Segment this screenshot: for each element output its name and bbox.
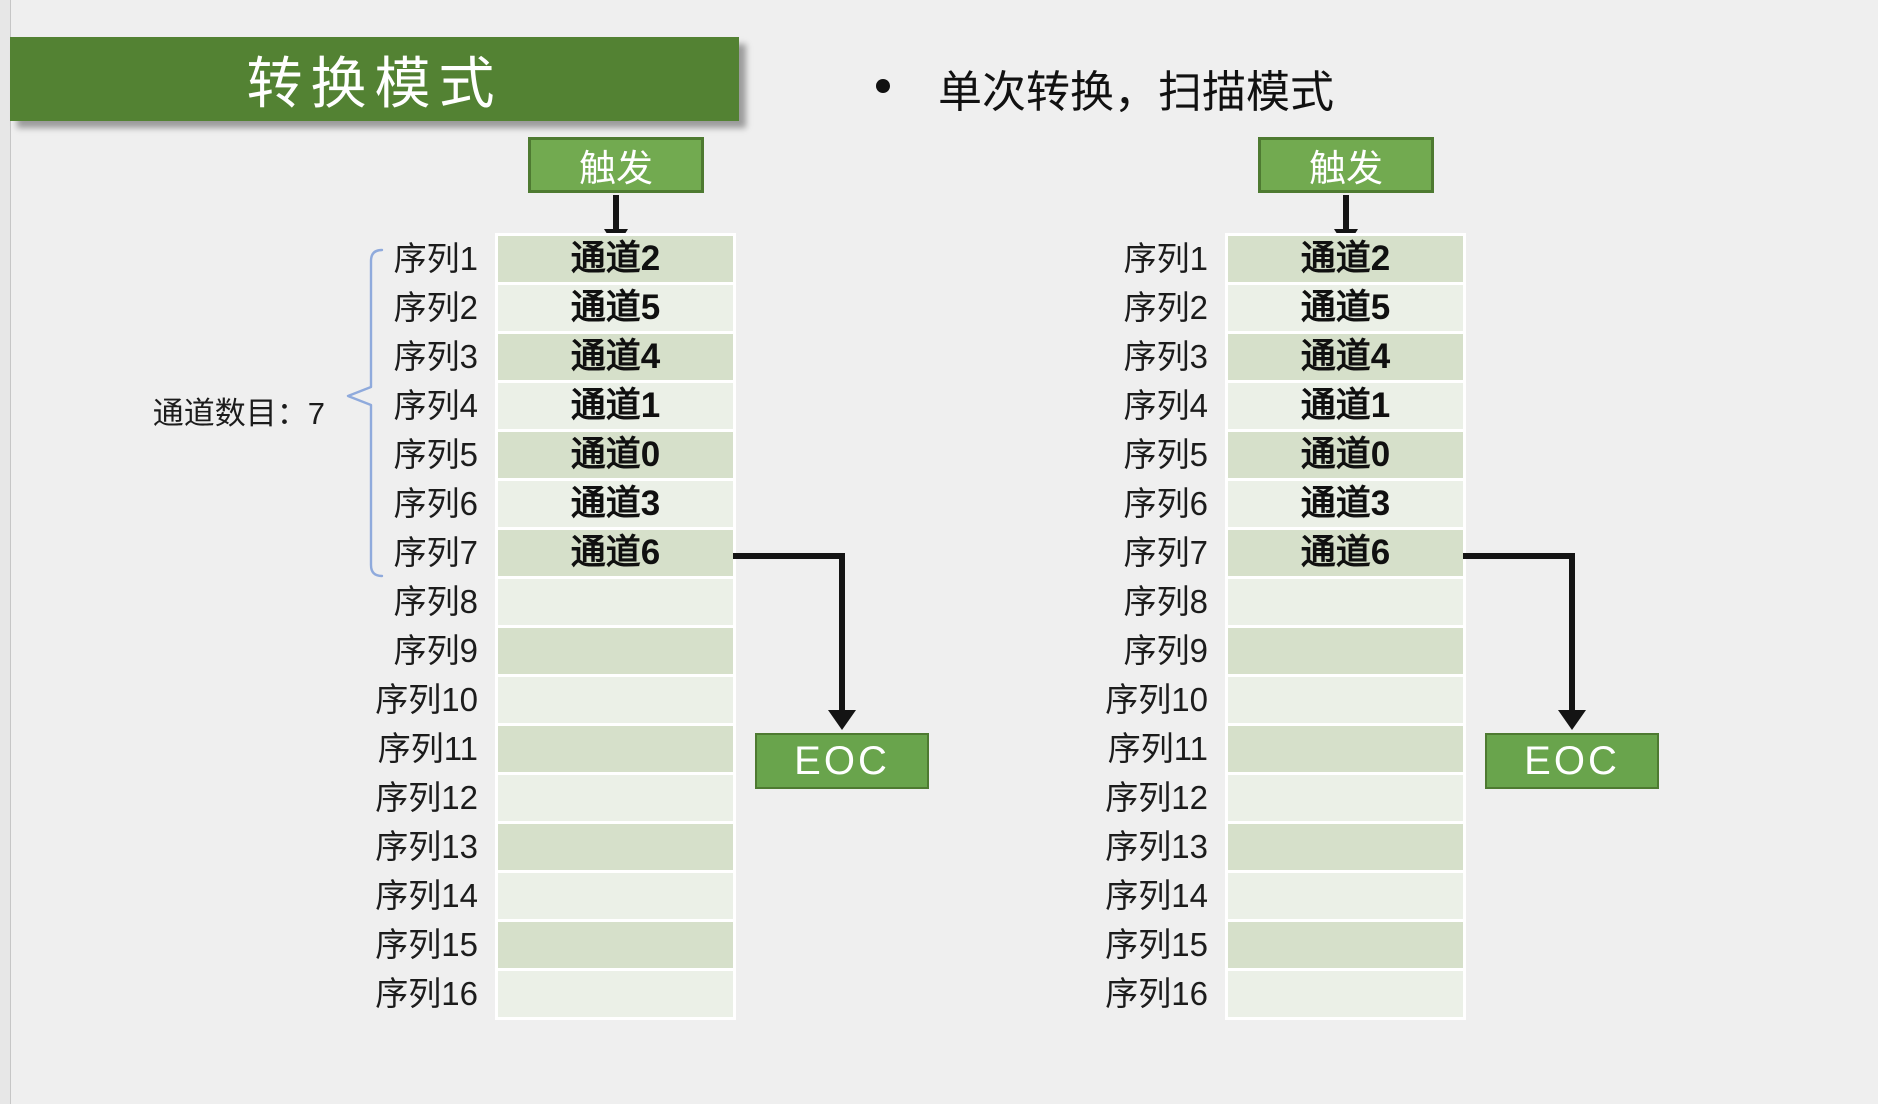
sequence-label: 序列6 [1123, 485, 1208, 522]
sequence-label: 序列3 [393, 338, 478, 375]
channel-cell [1228, 726, 1463, 772]
sequence-label: 序列2 [393, 289, 478, 326]
sequence-label: 序列14 [375, 877, 478, 914]
channel-cell: 通道3 [1228, 481, 1463, 527]
trigger-label: 触发 [579, 148, 653, 189]
channel-cell [498, 677, 733, 723]
channel-cell [498, 971, 733, 1017]
sequence-label: 序列8 [393, 583, 478, 620]
sequence-label: 序列11 [377, 730, 478, 767]
channel-cell [498, 775, 733, 821]
channel-cell [498, 922, 733, 968]
sequence-label: 序列7 [393, 534, 478, 571]
sequence-label: 序列4 [393, 387, 478, 424]
trigger-box: 触发 [1258, 137, 1434, 193]
sequence-label: 序列13 [375, 828, 478, 865]
eoc-badge: EOC [755, 733, 929, 789]
channel-cell: 通道2 [498, 236, 733, 282]
sequence-label: 序列5 [1123, 436, 1208, 473]
sequence-label: 序列9 [1123, 632, 1208, 669]
channel-cell [1228, 628, 1463, 674]
sequence-label: 序列2 [1123, 289, 1208, 326]
channel-cell [498, 824, 733, 870]
sequence-labels-column: 序列1 序列2 序列3 序列4 序列5 序列6 序列7 序列8 序列9 序列10 序列11 序列12 序… [1008, 233, 1208, 1020]
channel-cell: 通道3 [498, 481, 733, 527]
channel-cell [498, 873, 733, 919]
channel-cell [1228, 971, 1463, 1017]
sequence-label: 序列5 [393, 436, 478, 473]
sequence-label: 序列16 [375, 975, 478, 1012]
sequence-label: 序列15 [1105, 926, 1208, 963]
sequence-label: 序列1 [393, 240, 478, 277]
sequence-label: 序列10 [1105, 681, 1208, 718]
sequence-label: 序列8 [1123, 583, 1208, 620]
sequence-label: 序列12 [1105, 779, 1208, 816]
channel-cell [1228, 873, 1463, 919]
sequence-label: 序列11 [1107, 730, 1208, 767]
bullet-item: 单次转换，扫描模式 [876, 56, 1334, 120]
sequence-label: 序列4 [1123, 387, 1208, 424]
bullet-dot-icon [876, 79, 890, 93]
eoc-badge: EOC [1485, 733, 1659, 789]
channel-cell [498, 579, 733, 625]
sequence-label: 序列6 [393, 485, 478, 522]
sequence-labels-column: 序列1 序列2 序列3 序列4 序列5 序列6 序列7 序列8 序列9 序列10 序列11 序列12 序… [278, 233, 478, 1020]
eoc-label: EOC [794, 738, 890, 783]
sequence-label: 序列16 [1105, 975, 1208, 1012]
channel-cell [1228, 677, 1463, 723]
sequence-label: 序列10 [375, 681, 478, 718]
page-title-text: 转换模式 [246, 51, 503, 115]
eoc-arrowhead-icon [828, 710, 856, 730]
channel-cell: 通道6 [1228, 530, 1463, 576]
channel-cell: 通道4 [498, 334, 733, 380]
channel-cell [1228, 824, 1463, 870]
sequence-label: 序列15 [375, 926, 478, 963]
trigger-box: 触发 [528, 137, 704, 193]
eoc-arrow-vertical [1569, 553, 1575, 714]
channel-cell [1228, 579, 1463, 625]
channel-cell: 通道1 [498, 383, 733, 429]
brace-icon [346, 248, 384, 578]
channel-cell: 通道0 [1228, 432, 1463, 478]
channel-cell [1228, 775, 1463, 821]
eoc-arrow-horizontal [733, 553, 845, 559]
sequence-label: 序列14 [1105, 877, 1208, 914]
sequence-label: 序列9 [393, 632, 478, 669]
trigger-arrow-icon [1343, 195, 1349, 229]
channel-cell [498, 628, 733, 674]
sequence-label: 序列3 [1123, 338, 1208, 375]
trigger-arrow-icon [613, 195, 619, 229]
channel-cell: 通道5 [498, 285, 733, 331]
eoc-arrowhead-icon [1558, 710, 1586, 730]
sequence-label: 序列7 [1123, 534, 1208, 571]
channel-cell: 通道4 [1228, 334, 1463, 380]
channel-cell [1228, 922, 1463, 968]
channel-cell: 通道2 [1228, 236, 1463, 282]
page-title: 转换模式 [10, 37, 739, 121]
channel-count-label: 通道数目：7 [152, 396, 325, 431]
eoc-arrow-horizontal [1463, 553, 1575, 559]
channel-cell [498, 726, 733, 772]
channel-cell: 通道0 [498, 432, 733, 478]
sequence-label: 序列13 [1105, 828, 1208, 865]
eoc-label: EOC [1524, 738, 1620, 783]
channel-cell: 通道1 [1228, 383, 1463, 429]
left-edge-strip [0, 0, 11, 1104]
channel-cell: 通道5 [1228, 285, 1463, 331]
trigger-label: 触发 [1309, 148, 1383, 189]
sequence-label: 序列12 [375, 779, 478, 816]
sequence-label: 序列1 [1123, 240, 1208, 277]
eoc-arrow-vertical [839, 553, 845, 714]
bullet-text: 单次转换，扫描模式 [938, 68, 1334, 117]
channel-cell: 通道6 [498, 530, 733, 576]
